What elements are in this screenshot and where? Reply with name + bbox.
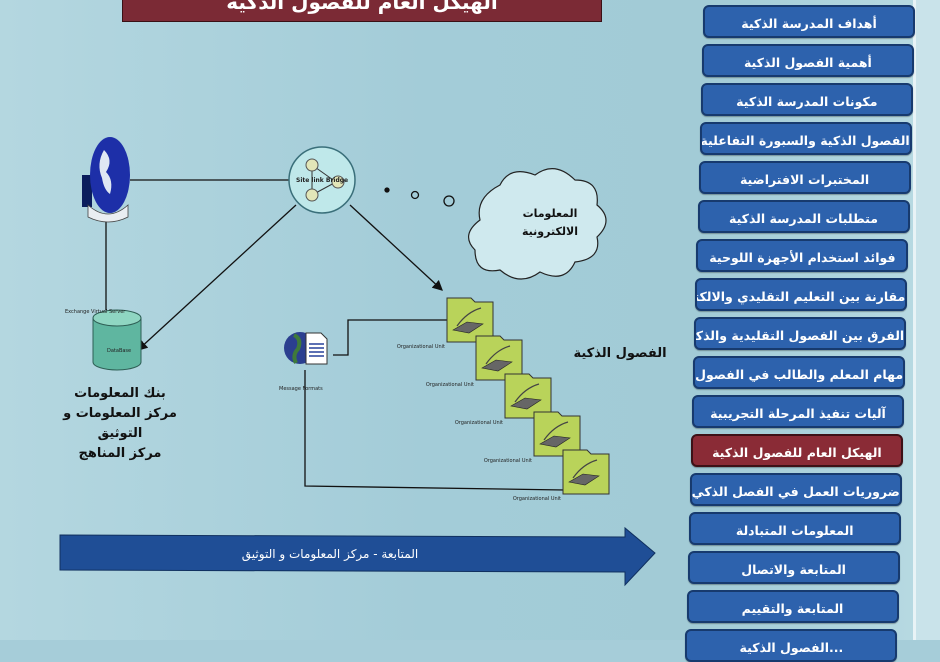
- menu-item[interactable]: آليات تنفيذ المرحلة التجريبية: [692, 395, 904, 428]
- folder-icon: [475, 335, 523, 381]
- menu-item[interactable]: المعلومات المتبادلة: [688, 512, 901, 545]
- menu-item[interactable]: فوائد استخدام الأجهزة اللوحية: [696, 239, 909, 272]
- menu-item[interactable]: المختبرات الافتراضية: [698, 161, 911, 194]
- folder-icon: [562, 449, 610, 495]
- bank-line: مركز المناهج: [78, 446, 162, 461]
- smart-classes-label: الفصول الذكية: [573, 346, 667, 361]
- folder-icon: [504, 373, 552, 419]
- bank-line: مركز المعلومات و التوثيق: [63, 406, 177, 441]
- site-link-bridge-icon: [288, 146, 356, 214]
- timeline-arrow: [59, 526, 656, 587]
- sidebar-divider: [913, 0, 916, 640]
- menu-item[interactable]: المتابعة والتقييم: [686, 590, 899, 623]
- message-formats-label: Message Formats: [279, 386, 323, 392]
- timeline-arrow-text: المتابعة - مركز المعلومات و التوثيق: [241, 547, 419, 561]
- menu-item[interactable]: الهيكل العام للفصول الذكية: [690, 434, 903, 467]
- menu-item[interactable]: أهمية الفصول الذكية: [701, 44, 914, 77]
- bank-line: بنك المعلومات: [74, 386, 166, 401]
- slide-title: الهيكل العام للفصول الذكية: [122, 0, 602, 22]
- menu-item[interactable]: أهداف المدرسة الذكية: [703, 5, 915, 38]
- cloud-line: المعلومات: [522, 207, 578, 220]
- hub-label: Site link Bridge: [296, 177, 349, 184]
- menu-item[interactable]: الفصول الذكية والسبورة التفاعلية: [699, 122, 912, 155]
- info-bank-text: بنك المعلومات مركز المعلومات و التوثيق م…: [40, 384, 200, 464]
- cloud-text: المعلومات الالكترونية: [500, 205, 600, 241]
- cloud-shape: [468, 168, 607, 280]
- menu-item[interactable]: الفرق بين الفصول التقليدية والذكية: [694, 317, 907, 350]
- thought-dots: [384, 187, 455, 207]
- connector-lines: [105, 179, 566, 491]
- organizational-unit-folders: [446, 297, 610, 495]
- database-label: DataBase: [107, 348, 132, 354]
- menu-item[interactable]: ...الفصول الذكية: [685, 629, 898, 662]
- menu-item[interactable]: ضروريات العمل في الفصل الذكي: [689, 473, 902, 506]
- sidebar-margin: [916, 0, 940, 640]
- folder-label: Organizational Unit: [513, 496, 561, 502]
- folder-label: Organizational Unit: [455, 420, 503, 426]
- menu-item[interactable]: المتابعة والاتصال: [687, 551, 900, 584]
- folder-label: Organizational Unit: [484, 458, 532, 464]
- folder-label: Organizational Unit: [397, 344, 445, 350]
- menu-item[interactable]: مكونات المدرسة الذكية: [700, 83, 913, 116]
- menu-item[interactable]: متطلبات المدرسة الذكية: [697, 200, 910, 233]
- message-formats-icon: [284, 332, 328, 365]
- folder-icon: [446, 297, 494, 343]
- menu-item[interactable]: مهام المعلم والطالب في الفصول الذكية: [693, 356, 906, 389]
- cloud-line: الالكترونية: [522, 225, 578, 238]
- globe-hand-icon: [82, 137, 130, 223]
- folder-icon: [533, 411, 581, 457]
- database-icon: [92, 309, 142, 371]
- menu-item[interactable]: مقارنة بين التعليم التقليدي والالكتروني: [695, 278, 908, 311]
- folder-label: Organizational Unit: [426, 382, 474, 388]
- server-label: Exchange Virtual Server: [65, 309, 126, 315]
